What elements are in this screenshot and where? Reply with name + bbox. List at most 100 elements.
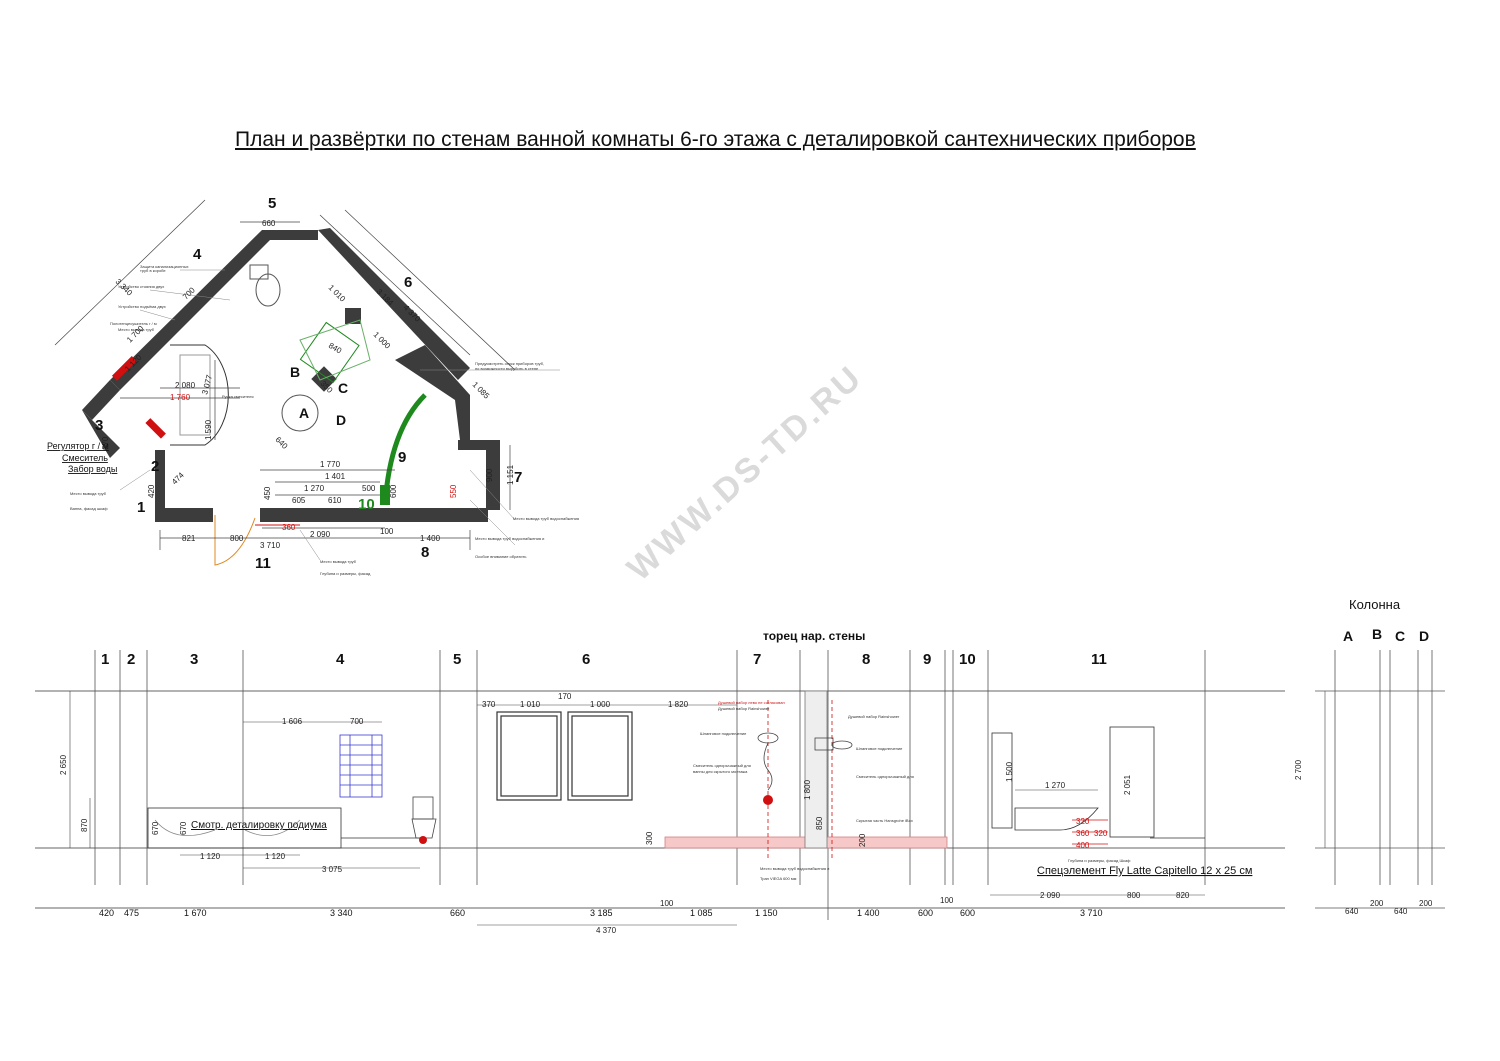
elev-dim: 700 — [350, 717, 364, 726]
elev-dim: 850 — [815, 816, 824, 830]
elev-dim: 370 — [482, 700, 496, 709]
zone-label: A — [299, 405, 309, 421]
elev-dim: 1 000 — [590, 700, 611, 709]
plan-dim: 800 — [230, 534, 244, 543]
legend-water-intake: Забор воды — [68, 464, 117, 474]
wall-elevations: Душевой набор лево не согласован Душевой… — [35, 650, 1445, 926]
svg-text:Защита канализационных: Защита канализационных — [140, 264, 188, 269]
tile-dim: 320 — [1076, 817, 1090, 826]
column-letter: C — [1395, 628, 1405, 644]
plan-walls — [82, 228, 500, 522]
bottom-dim: 600 — [918, 908, 933, 918]
svg-text:Устройство стояния двух: Устройство стояния двух — [118, 284, 164, 289]
elev-dim: 1 010 — [520, 700, 541, 709]
tile-dim: 360 — [1076, 829, 1090, 838]
elev-dim: 2 090 — [1040, 891, 1061, 900]
plan-dim: 640 — [274, 435, 290, 451]
svg-text:Трап VIEGA 600 мм: Трап VIEGA 600 мм — [760, 876, 797, 881]
elev-dim: 870 — [80, 818, 89, 832]
plan-dim: 474 — [170, 470, 186, 486]
plan-wall-number: 7 — [514, 469, 522, 486]
plan-dim: 1 010 — [327, 283, 348, 304]
plan-wall-number: 3 — [95, 417, 103, 434]
bottom-dim: 3 340 — [330, 908, 353, 918]
special-element-note: Спецэлемент Fly Latte Capitello 12 x 25 … — [1037, 865, 1252, 877]
column-label: Колонна — [1349, 597, 1401, 612]
plan-dim: 1 400 — [420, 534, 441, 543]
bottom-dim: 1 400 — [857, 908, 880, 918]
tile-dim: 320 — [1094, 829, 1108, 838]
svg-text:Место вывода труб: Место вывода труб — [118, 327, 155, 332]
column-dim: 640 — [1394, 907, 1408, 916]
svg-text:по возможности вырубить в стен: по возможности вырубить в стене — [475, 366, 539, 371]
svg-text:Место вывода труб: Место вывода труб — [320, 559, 357, 564]
zone-label: C — [338, 380, 348, 396]
zone-label: B — [290, 364, 300, 380]
bottom-dim: 3 710 — [1080, 908, 1103, 918]
plan-dim: 500 — [362, 484, 376, 493]
legend-regulator: Регулятор г / м — [47, 441, 109, 451]
sink-cabinet-plan — [299, 319, 371, 384]
zone-label: D — [336, 412, 346, 428]
bottom-dims: 420 475 1 670 3 340 660 3 185 1 085 1 15… — [99, 908, 1103, 918]
elev-wall-number: 1 — [101, 651, 109, 668]
plan-dim: 840 — [327, 341, 344, 356]
plan-dim: 1 401 — [325, 472, 346, 481]
plan-wall-number: 8 — [421, 544, 429, 561]
plan-wall-numbers: 5 4 6 3 2 1 9 7 8 11 10 — [95, 195, 522, 572]
entrance-door — [214, 515, 256, 566]
elev-dim: 100 — [660, 899, 674, 908]
plan-wall-number: 6 — [404, 274, 412, 291]
legend-mixer: Смеситель — [62, 453, 108, 463]
plan-wall-number: 4 — [193, 246, 202, 263]
elev-dim: 670 — [151, 821, 160, 835]
plan-dim: 1 151 — [506, 464, 515, 485]
plan-dim: 450 — [263, 486, 272, 500]
elev-wall-number: 3 — [190, 651, 198, 668]
elev-dim: 1 500 — [1005, 761, 1014, 782]
column-dim: 200 — [1370, 899, 1384, 908]
svg-text:Место вывода труб водоснабжени: Место вывода труб водоснабжения и — [475, 536, 544, 541]
plan-dim: 420 — [147, 484, 156, 498]
elev-dim: 170 — [558, 692, 572, 701]
wall-end-hatch — [804, 690, 828, 849]
plan-dim: 3 710 — [260, 541, 281, 550]
plan-dim: 610 — [328, 496, 342, 505]
column-letter: D — [1419, 628, 1429, 644]
svg-text:Душевой набор лево не согласов: Душевой набор лево не согласован — [718, 700, 785, 705]
svg-text:ванны для скрытого монтажа: ванны для скрытого монтажа — [693, 769, 748, 774]
svg-text:Ванна, фасад шкаф: Ванна, фасад шкаф — [70, 506, 108, 511]
svg-text:Душевой набор Rainshower: Душевой набор Rainshower — [848, 714, 900, 719]
elev-dim: 1 820 — [668, 700, 689, 709]
elev-dim: 1 120 — [265, 852, 286, 861]
podium-note: Смотр. деталировку подиума — [191, 820, 327, 831]
bath-outline — [170, 344, 229, 446]
bottom-dim: 600 — [960, 908, 975, 918]
plan-dim: 1 000 — [372, 330, 393, 351]
elev-wall-number: 2 — [127, 651, 135, 668]
elev-wall-number: 10 — [959, 651, 976, 668]
bottom-dim: 420 — [99, 908, 114, 918]
svg-text:Особое внимание обратить: Особое внимание обратить — [475, 554, 526, 559]
plan-dim: 2 090 — [310, 530, 331, 539]
svg-text:Душевой набор Rainshower: Душевой набор Rainshower — [718, 706, 770, 711]
svg-text:Глубина и размеры, фасад: Глубина и размеры, фасад — [320, 571, 371, 576]
elev-wall-number: 11 — [1091, 651, 1107, 668]
page-title: План и развёртки по стенам ванной комнат… — [235, 128, 1196, 151]
plan-wall-number: 9 — [398, 449, 406, 466]
plan-wall-number: 10 — [358, 496, 375, 513]
column-dim: 640 — [1345, 907, 1359, 916]
plan-dim: 670 — [101, 436, 110, 450]
column-dim: 200 — [1419, 899, 1433, 908]
towel-radiator — [339, 734, 383, 798]
toilet-elevation — [411, 796, 437, 839]
plan-dim: 360 — [282, 523, 296, 532]
elev-dim: 1 800 — [803, 779, 812, 800]
elev-dim: 820 — [1176, 891, 1190, 900]
elev-dim: 3 075 — [322, 865, 343, 874]
plan-wall-number: 5 — [268, 195, 276, 212]
bottom-dim: 1 150 — [755, 908, 778, 918]
elev-dim: 1 606 — [282, 717, 303, 726]
column-height: 2 700 — [1294, 759, 1303, 780]
elev-dim: 1 270 — [1045, 781, 1066, 790]
